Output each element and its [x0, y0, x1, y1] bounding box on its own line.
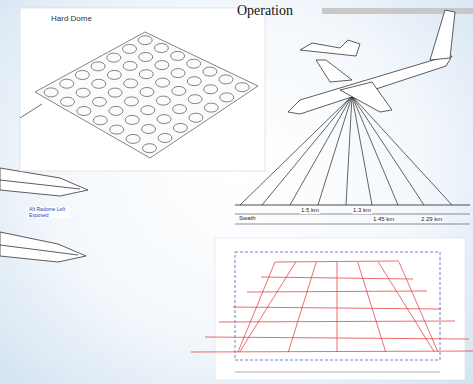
- array-element: [156, 96, 170, 105]
- beam-line: [352, 96, 398, 205]
- grid-line: [191, 351, 473, 352]
- array-element: [124, 79, 138, 88]
- part-name: Hard Dome: [50, 15, 93, 24]
- part-name: Aft Radome Left Exposed: [28, 207, 70, 218]
- beam-line: [262, 96, 352, 205]
- beam-line: [318, 96, 352, 205]
- grid-line: [238, 262, 275, 352]
- wing-sketch: [0, 168, 88, 262]
- array-element: [189, 113, 203, 122]
- array-element: [123, 44, 137, 53]
- dimension: 1.45 km: [372, 216, 395, 223]
- array-element: [110, 125, 124, 134]
- grid-line: [275, 261, 399, 262]
- grid-line: [399, 262, 438, 352]
- dimension: 1.5 km: [300, 207, 320, 214]
- array-element: [77, 107, 91, 116]
- array-element: [173, 123, 187, 132]
- beam-line: [352, 96, 372, 205]
- array-element: [172, 86, 186, 95]
- beam-fan: [240, 96, 452, 205]
- array-element: [158, 134, 172, 143]
- array-element: [91, 62, 105, 71]
- array-element: [156, 78, 170, 87]
- array-element: [140, 88, 154, 97]
- array-element: [93, 97, 107, 106]
- footprint-grid: [191, 261, 473, 352]
- array-element: [157, 115, 171, 124]
- antenna-panel: [20, 8, 265, 171]
- slide-title: Operation: [237, 3, 293, 18]
- array-element: [124, 97, 138, 106]
- antenna-array: [35, 32, 258, 158]
- array-element: [235, 83, 249, 92]
- array-element: [139, 70, 153, 79]
- array-element: [126, 134, 140, 143]
- array-element: [75, 71, 89, 80]
- leader-line: [20, 104, 42, 118]
- array-element: [188, 95, 202, 104]
- row-label: Swath: [238, 215, 257, 222]
- array-element: [142, 125, 156, 134]
- array-element: [139, 53, 153, 62]
- array-element: [220, 93, 234, 102]
- ground-line: [235, 205, 470, 206]
- dimension-line: [235, 214, 470, 215]
- grid-line: [288, 262, 316, 352]
- array-element: [44, 88, 58, 97]
- array-plate: [35, 32, 258, 158]
- array-element: [187, 59, 201, 68]
- array-element: [108, 88, 122, 97]
- dimension: 1.3 km: [352, 207, 372, 214]
- array-element: [171, 69, 185, 78]
- array-element: [203, 67, 217, 76]
- chart-boundary: [235, 252, 440, 360]
- array-element: [173, 105, 187, 114]
- array-element: [171, 51, 185, 60]
- array-element: [204, 103, 218, 112]
- array-element: [92, 79, 106, 88]
- array-element: [107, 70, 121, 79]
- array-element: [141, 106, 155, 115]
- array-element: [107, 53, 121, 62]
- array-element: [123, 61, 137, 70]
- beam-line: [346, 96, 352, 205]
- beam-line: [352, 96, 452, 205]
- array-element: [61, 97, 75, 106]
- array-element: [187, 77, 201, 86]
- array-element: [93, 116, 107, 125]
- beam-line: [352, 96, 424, 205]
- grid-line: [358, 262, 386, 352]
- array-element: [109, 106, 123, 115]
- array-element: [204, 85, 218, 94]
- array-element: [154, 44, 168, 53]
- chart-axis: [235, 372, 440, 373]
- grid-line: [240, 262, 296, 352]
- array-element: [60, 79, 74, 88]
- array-element: [125, 115, 139, 124]
- dimension-line: [235, 224, 470, 225]
- array-element: [219, 75, 233, 84]
- array-element: [138, 36, 152, 45]
- grid-line: [378, 262, 434, 352]
- array-element: [143, 144, 157, 153]
- grid-line: [337, 262, 338, 352]
- array-element: [155, 61, 169, 70]
- dimension: 2.29 km: [420, 216, 443, 223]
- chart-panel: [215, 238, 465, 380]
- array-element: [76, 88, 90, 97]
- airplane: [288, 10, 455, 114]
